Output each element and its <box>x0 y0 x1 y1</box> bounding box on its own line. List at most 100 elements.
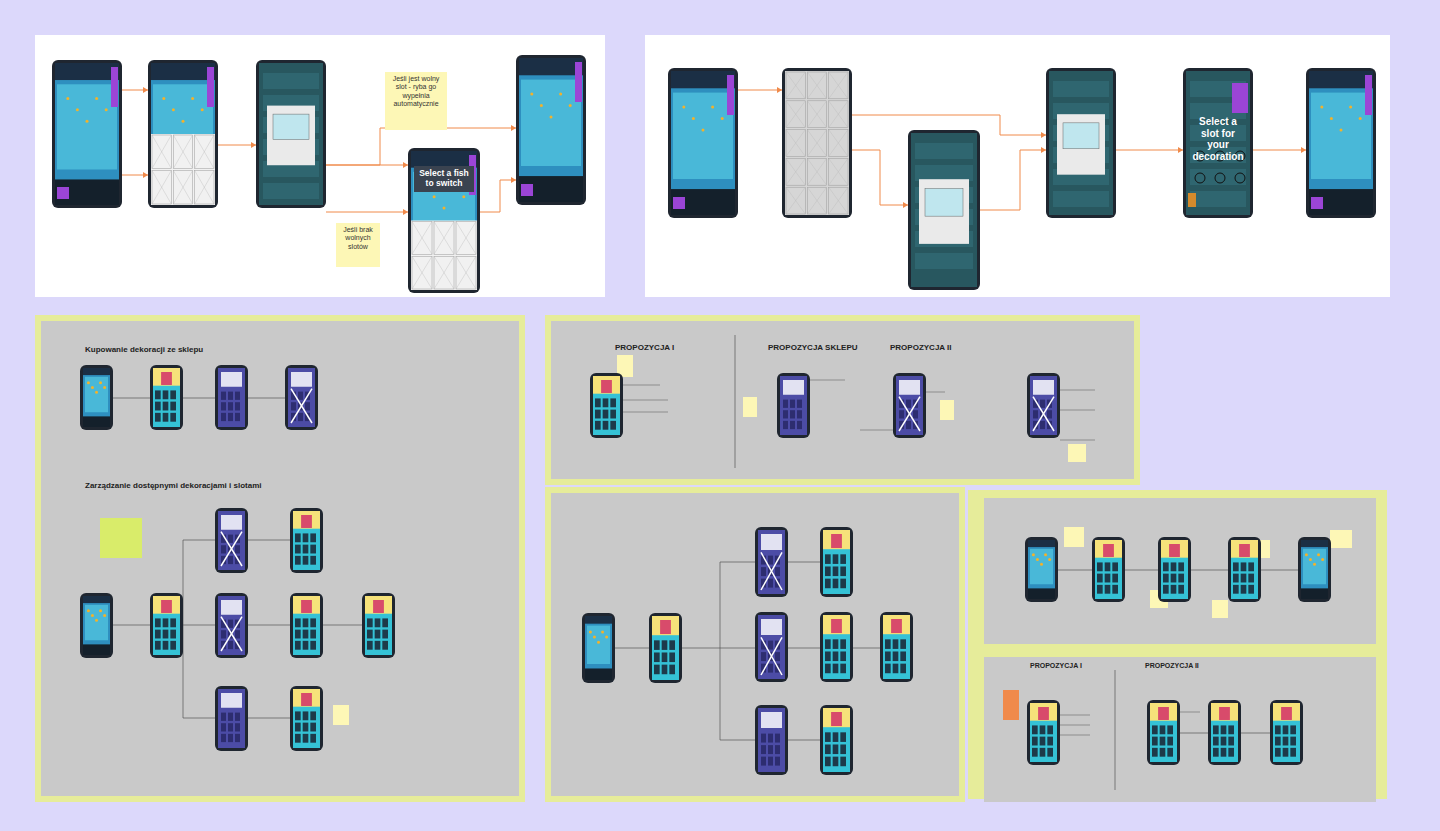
leader-line <box>1060 735 1090 736</box>
shape <box>105 108 108 111</box>
shape <box>151 63 215 205</box>
shape <box>163 390 169 399</box>
shape <box>662 665 668 675</box>
shape <box>152 135 171 169</box>
phone-screen: Select a slot for your decoration <box>1183 68 1253 218</box>
shape <box>761 637 782 675</box>
shape <box>807 187 826 214</box>
phone-mockup <box>290 686 323 751</box>
shape <box>411 151 477 290</box>
sticky-note: Jeśli jest wolny slot - ryba go wypełnia… <box>385 72 447 130</box>
shape <box>80 593 113 658</box>
shape <box>833 579 839 589</box>
shape <box>825 651 831 661</box>
shape <box>900 651 906 661</box>
shape <box>1063 123 1099 149</box>
shape <box>1044 553 1047 556</box>
shape <box>755 612 788 682</box>
shape <box>1147 700 1180 765</box>
shape <box>831 712 842 726</box>
leader-line <box>810 380 845 381</box>
shape <box>221 413 226 421</box>
shape <box>1160 725 1166 734</box>
shape <box>1248 562 1254 571</box>
shape <box>228 713 233 721</box>
panel <box>38 318 522 799</box>
shape <box>840 744 846 754</box>
shape <box>310 723 316 732</box>
shape <box>662 640 668 650</box>
shape <box>585 616 612 624</box>
shape <box>155 413 161 422</box>
shape <box>1213 725 1219 734</box>
shape <box>900 639 906 649</box>
shape <box>807 158 826 185</box>
shape <box>228 556 233 564</box>
phone-mockup <box>880 612 913 682</box>
shape <box>55 63 119 80</box>
shape <box>786 130 805 157</box>
sticky-note <box>100 518 142 558</box>
shape <box>150 365 183 430</box>
shape <box>235 545 240 553</box>
shape <box>825 566 831 576</box>
shape <box>825 744 831 754</box>
shape <box>76 108 79 111</box>
shape <box>786 130 805 157</box>
shape <box>433 195 436 198</box>
shape <box>1032 737 1038 746</box>
shape <box>595 421 601 430</box>
shape <box>1150 703 1177 762</box>
shape <box>786 187 805 214</box>
shape <box>173 171 192 205</box>
shape <box>111 67 118 107</box>
shape <box>155 630 161 639</box>
shape <box>807 101 826 128</box>
shape <box>152 171 171 205</box>
shape <box>840 651 846 661</box>
arrow-head <box>143 172 148 178</box>
shape <box>840 664 846 674</box>
shape <box>1040 421 1045 429</box>
shape <box>303 556 309 565</box>
shape <box>1365 75 1372 115</box>
phone-mockup <box>290 508 323 573</box>
shape <box>207 67 214 107</box>
shape <box>1311 93 1371 179</box>
shape <box>191 97 194 100</box>
shape <box>256 60 326 208</box>
flow-arrow <box>980 150 1046 210</box>
shape <box>1349 106 1352 109</box>
leader-line <box>1060 410 1095 411</box>
arrow-head <box>403 209 408 215</box>
shape <box>152 135 171 169</box>
shape <box>559 93 562 96</box>
shape <box>57 84 117 169</box>
shape <box>303 630 309 639</box>
shape <box>590 373 623 438</box>
arrow-head <box>251 142 256 148</box>
shape <box>285 365 318 430</box>
shape <box>1097 562 1103 571</box>
shape <box>823 530 850 594</box>
shape <box>295 533 301 542</box>
sticky-note <box>1330 530 1352 548</box>
shape <box>293 511 320 529</box>
shape <box>790 410 795 418</box>
shape <box>295 734 301 743</box>
shape <box>893 373 926 438</box>
shape <box>1047 748 1053 757</box>
phone-mockup <box>1147 700 1180 765</box>
shape <box>797 421 802 429</box>
phone-screen: Select a fish to switch <box>408 148 480 293</box>
phone-mockup <box>1183 68 1253 218</box>
arrow-head <box>403 162 408 168</box>
shape <box>610 398 616 407</box>
shape <box>155 618 161 627</box>
arrow-head <box>903 202 908 208</box>
shape <box>840 732 846 742</box>
shape <box>820 612 853 682</box>
shape <box>153 596 180 614</box>
shape <box>310 618 316 627</box>
shape <box>1112 574 1118 583</box>
